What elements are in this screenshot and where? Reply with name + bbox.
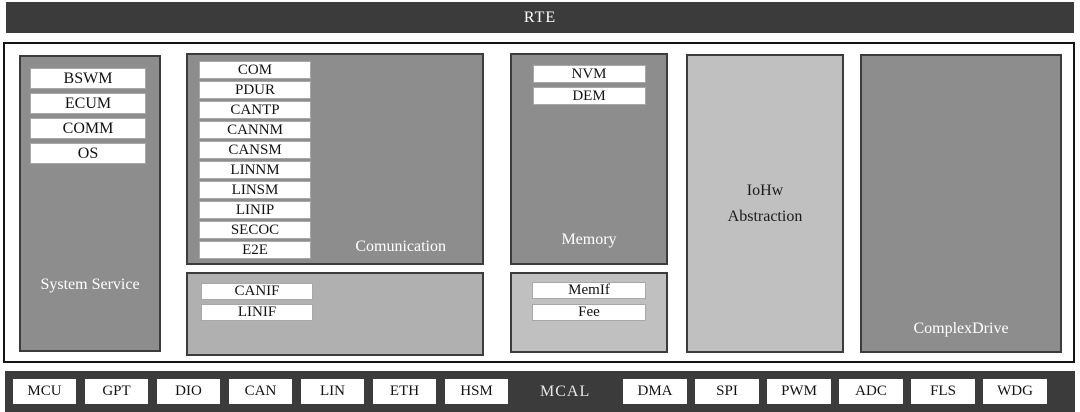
memory-modules: NVM DEM — [512, 55, 666, 105]
module-box: CANIF — [201, 283, 313, 300]
module-box: COMM — [30, 118, 146, 139]
module-box: LINSM — [199, 181, 311, 199]
mcal-left-modules: MCU GPT DIO CAN LIN ETH HSM — [13, 379, 508, 404]
memory-label: Memory — [561, 231, 617, 248]
module-box: COM — [199, 61, 311, 79]
mcal-right-modules: DMA SPI PWM ADC FLS WDG — [623, 379, 1047, 404]
module-box: ETH — [373, 379, 436, 404]
module-box: LIN — [301, 379, 364, 404]
module-box: OS — [30, 143, 146, 164]
communication-interface-block: CANIF LINIF — [186, 272, 484, 356]
communication-block: COM PDUR CANTP CANNM CANSM LINNM LINSM LINIP SEC… — [186, 53, 484, 265]
module-box: CANSM — [199, 141, 311, 159]
module-box: PDUR — [199, 81, 311, 99]
communication-modules: COM PDUR CANTP CANNM CANSM LINNM LINSM LINIP SEC… — [188, 55, 482, 259]
module-box: WDG — [983, 379, 1047, 404]
module-box: LINNM — [199, 161, 311, 179]
complex-drive-label: ComplexDrive — [913, 320, 1009, 337]
module-box: SPI — [695, 379, 759, 404]
module-box: NVM — [532, 65, 646, 83]
mcal-layer-bar: MCU GPT DIO CAN LIN ETH HSM MCAL DMA SPI PWM ADC F… — [5, 371, 1075, 412]
complex-drive-block: ComplexDrive — [860, 54, 1062, 353]
module-box: CANTP — [199, 101, 311, 119]
module-box: MemIf — [532, 282, 646, 299]
communication-label: Comunication — [355, 238, 446, 255]
module-box: PWM — [767, 379, 831, 404]
module-box: CANNM — [199, 121, 311, 139]
bsw-layer-area: BSWM ECUM COMM OS System Service COM PDUR CAN… — [3, 42, 1075, 363]
module-box: LINIF — [201, 304, 313, 321]
module-box: GPT — [85, 379, 148, 404]
communication-interface-modules: CANIF LINIF — [188, 274, 482, 321]
module-box: SECOC — [199, 221, 311, 239]
module-box: DIO — [157, 379, 220, 404]
iohw-abstraction-label: IoHw Abstraction — [727, 181, 803, 225]
rte-layer-bar: RTE — [6, 2, 1074, 33]
module-box: ECUM — [30, 93, 146, 114]
system-service-modules: BSWM ECUM COMM OS — [21, 57, 159, 164]
iohw-abstraction-block: IoHw Abstraction — [686, 54, 844, 353]
module-box: LINIP — [199, 201, 311, 219]
module-box: DMA — [623, 379, 687, 404]
module-box: DEM — [532, 87, 646, 105]
module-box: ADC — [839, 379, 903, 404]
module-box: E2E — [199, 241, 311, 259]
memory-block: NVM DEM Memory — [510, 53, 668, 265]
module-box: BSWM — [30, 68, 146, 89]
system-service-block: BSWM ECUM COMM OS System Service — [19, 55, 161, 352]
module-box: FLS — [911, 379, 975, 404]
module-box: Fee — [532, 304, 646, 321]
mcal-label: MCAL — [540, 382, 591, 400]
rte-label: RTE — [523, 8, 557, 26]
module-box: HSM — [445, 379, 508, 404]
system-service-label: System Service — [40, 276, 140, 293]
module-box: MCU — [13, 379, 76, 404]
module-box: CAN — [229, 379, 292, 404]
